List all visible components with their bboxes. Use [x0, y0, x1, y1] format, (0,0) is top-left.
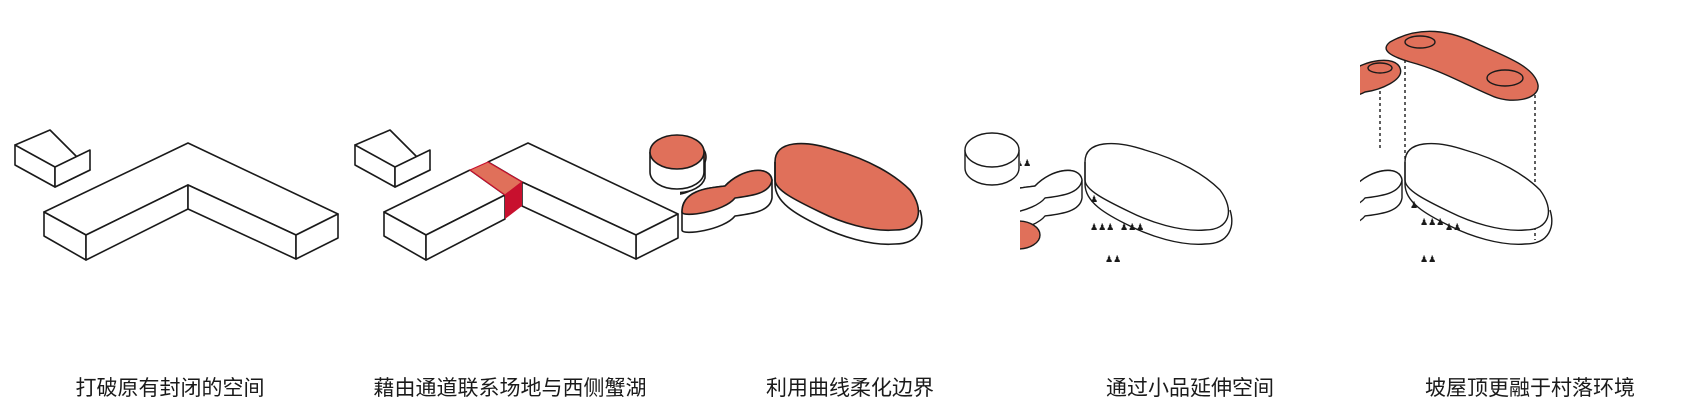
- diagram-panel-5: ♟♟ ♟♟ ♟ ♟♟♟ ♟♟ ♟♟ ♟♟ 坡屋顶更融于村落环境: [1360, 0, 1700, 414]
- curved-volumes-real: [681, 142, 923, 246]
- peanut-roof: [1360, 59, 1402, 95]
- small-oval-outline: [964, 132, 1020, 186]
- caption-3: 利用曲线柔化边界: [766, 376, 934, 400]
- diagram-panel-1: 打破原有封闭的空间: [0, 0, 340, 414]
- red-disc: [1020, 220, 1041, 250]
- people-figures: ♟♟ ♟♟ ♟♟♟ ♟♟♟ ♟♟ ♟♟ ♟: [1020, 159, 1144, 265]
- svg-text:♟♟: ♟♟: [1105, 255, 1121, 265]
- passage-side: [505, 182, 522, 219]
- building-passage-drawing: [354, 129, 679, 261]
- caption-4: 通过小品延伸空间: [1106, 376, 1274, 400]
- diagram-panel-4: ♟♟ ♟♟ ♟♟♟ ♟♟♟ ♟♟ ♟♟ ♟ 通过小品延伸空间: [964, 0, 1360, 414]
- sloped-roofs-drawing: ♟♟ ♟♟ ♟ ♟♟♟ ♟♟ ♟♟ ♟♟: [1360, 30, 1553, 265]
- svg-text:♟♟♟: ♟♟♟: [1090, 223, 1114, 233]
- building-blocks-drawing: [14, 129, 339, 261]
- svg-text:♟♟: ♟♟: [1020, 159, 1031, 169]
- svg-text:♟♟♟: ♟♟♟: [1120, 223, 1144, 233]
- svg-text:♟♟: ♟♟: [1360, 157, 1361, 167]
- caption-2: 藉由通道联系场地与西侧蟹湖: [373, 376, 647, 400]
- svg-text:♟: ♟: [1090, 195, 1098, 205]
- caption-5: 坡屋顶更融于村落环境: [1425, 376, 1635, 400]
- large-roof: [1385, 30, 1539, 101]
- peanut-top: [681, 169, 773, 216]
- small-oval-drawing: [649, 134, 705, 190]
- svg-text:♟♟: ♟♟: [1420, 255, 1436, 265]
- svg-text:♟♟: ♟♟: [1445, 223, 1461, 233]
- diagram-panel-2: 藉由通道联系场地与西侧蟹湖: [340, 0, 680, 414]
- landscape-volumes: ♟♟ ♟♟ ♟♟♟ ♟♟♟ ♟♟ ♟♟ ♟: [1020, 142, 1233, 265]
- svg-text:♟♟♟: ♟♟♟: [1420, 218, 1444, 228]
- svg-text:♟: ♟: [1410, 201, 1418, 211]
- people-figures: ♟♟ ♟♟ ♟ ♟♟♟ ♟♟ ♟♟ ♟♟: [1360, 157, 1461, 265]
- caption-1: 打破原有封闭的空间: [75, 376, 265, 400]
